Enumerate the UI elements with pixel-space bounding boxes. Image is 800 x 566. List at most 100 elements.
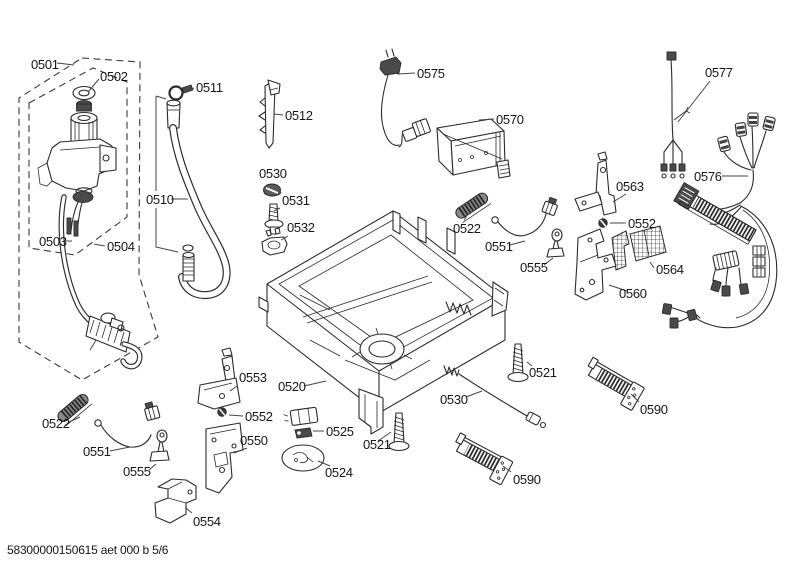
part-label-0512: 0512 [285,108,313,123]
part-label-0501: 0501 [31,57,59,72]
dashed-boundary-0501 [18,57,159,381]
part-inlet-hose [155,84,231,300]
part-label-0503: 0503 [39,234,67,249]
part-pin-0522-left [57,393,93,427]
label-leader-0590-right [630,393,640,403]
part-bracket-0554 [154,478,197,524]
part-label-0577: 0577 [705,65,733,80]
part-label-0564: 0564 [656,262,684,277]
label-leader-0522-mid [463,213,469,221]
part-cable-0551-mid [491,196,558,237]
part-label-0522-left: 0522 [42,416,70,431]
label-leader-0590-bottom [502,465,512,473]
part-label-0525: 0525 [326,424,354,439]
label-leader-0502 [87,78,100,93]
part-label-0524: 0524 [325,465,353,480]
part-label-0576: 0576 [694,169,722,184]
part-power-cord [379,48,431,148]
part-label-0553: 0553 [239,370,267,385]
label-leader-0555-left [148,463,157,471]
label-leader-0575 [396,72,416,75]
part-rail-0590-bottom [455,432,514,485]
label-leader-0551-left [109,446,131,452]
part-label-0551-left: 0551 [83,444,111,459]
part-seal-0524 [281,444,325,472]
part-rail-0590-right [587,356,645,411]
part-cap-0530 [263,183,282,197]
part-control-module [436,118,511,179]
label-leader-0550 [233,447,248,454]
part-label-0521-mid: 0521 [363,437,391,452]
part-bracket-0563 [574,151,617,216]
part-label-0551-mid: 0551 [485,239,513,254]
part-label-0563: 0563 [616,179,644,194]
part-screw-0521-mid [388,412,410,452]
part-label-0532: 0532 [287,220,315,235]
part-grommet-0532 [261,227,288,256]
label-leader-0551-mid [509,240,526,246]
part-label-0552-left: 0552 [245,409,273,424]
label-leader-0554 [185,507,193,514]
part-label-0590-bottom: 0590 [513,472,541,487]
label-leader-0531 [273,207,281,212]
part-label-0510: 0510 [146,192,174,207]
part-bracket-0560 [574,228,617,301]
label-leader-0563 [612,193,627,203]
part-wiring-harness [661,112,778,329]
part-label-0590-right: 0590 [640,402,668,417]
part-link-0555-mid [546,228,565,258]
label-leader-0555-mid [543,257,554,266]
label-leader-0553 [229,385,238,392]
part-label-0522-mid: 0522 [453,221,481,236]
part-pump-assembly [85,312,143,370]
part-label-0552-right: 0552 [628,216,656,231]
label-leader-0564 [649,261,655,269]
part-label-0570: 0570 [496,112,524,127]
part-sensor-cable [660,51,691,179]
label-leader-0570 [478,118,495,121]
part-label-0502: 0502 [100,69,128,84]
part-base-assembly [258,210,509,435]
part-link-0555-left [149,429,170,462]
label-leader-0504 [93,243,106,247]
label-leader-0522-left [68,416,81,423]
part-label-0555-left: 0555 [123,464,151,479]
part-label-0555-mid: 0555 [520,260,548,275]
part-label-0530-top: 0530 [259,166,287,181]
part-bracket-0550 [205,422,244,494]
part-label-0530-bottom: 0530 [440,392,468,407]
part-terminal-grid [611,225,667,271]
part-screw-0521-right [507,343,529,383]
label-leader-0577 [677,80,711,123]
part-label-0520: 0520 [278,379,306,394]
part-screw-0531 [264,203,284,235]
footer-part-number: 58300000150615 aet 000 b 5/6 [7,543,169,557]
part-clip-0552-left [217,407,227,417]
part-label-0504: 0504 [107,239,135,254]
label-leader-0524 [317,460,331,467]
part-cable-0530 [443,365,547,429]
label-leader-0512 [273,113,284,116]
label-leader-0520 [303,380,327,387]
label-leader-0521-mid [377,431,392,442]
part-label-0521-right: 0521 [529,365,557,380]
part-label-0531: 0531 [282,193,310,208]
label-leader-0511 [182,87,195,94]
part-pin-0522-mid [455,192,492,223]
part-switch-0525 [283,406,319,439]
label-leader-0552-left [228,414,244,417]
label-leader-0560 [608,284,628,292]
part-aquastop-assembly [37,85,117,328]
part-label-0560: 0560 [619,286,647,301]
part-bracket-0553 [197,347,241,410]
label-leader-0521-right [526,361,533,367]
part-label-0550: 0550 [240,433,268,448]
label-leader-0501 [56,62,75,66]
part-label-0575: 0575 [417,66,445,81]
part-clip-0552-right [598,218,608,228]
label-leader-0532 [280,235,289,241]
part-label-0554: 0554 [193,514,221,529]
